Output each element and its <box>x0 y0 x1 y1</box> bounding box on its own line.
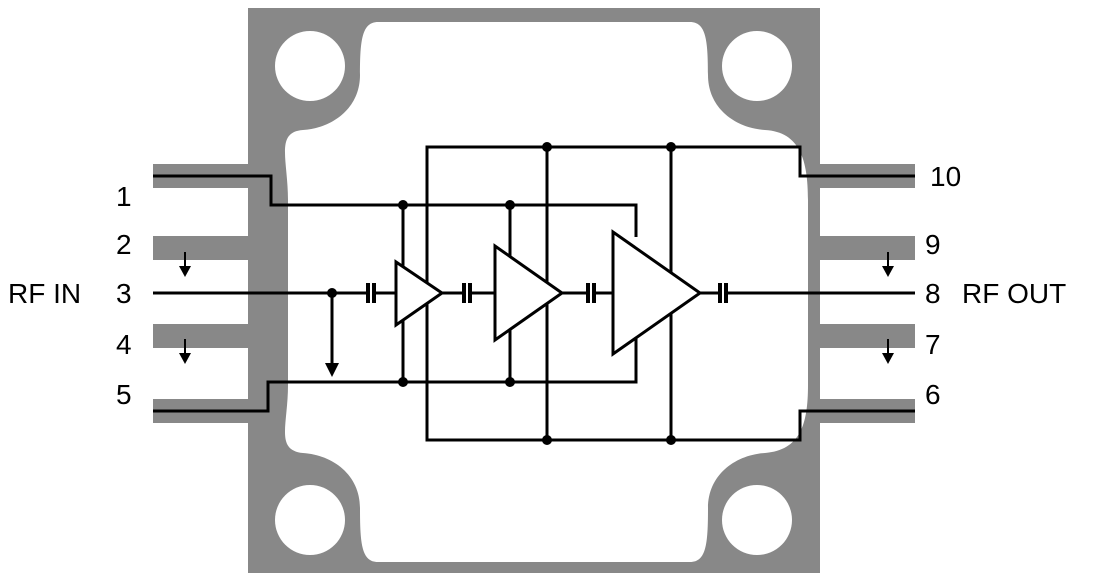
pin-label-6: 6 <box>925 379 941 410</box>
junction-dot <box>666 142 676 152</box>
ground-arrow-icon <box>325 363 339 377</box>
junction-dot <box>398 200 408 210</box>
pin-label-1: 1 <box>116 181 132 212</box>
capacitor-icon <box>462 283 472 303</box>
capacitor-icon <box>718 283 728 303</box>
lead-9 <box>815 236 915 260</box>
junction-dot <box>505 200 515 210</box>
pin-labels: 1 2 3 4 5 10 9 8 7 6 RF IN RF OUT <box>8 161 1066 410</box>
pin-label-7: 7 <box>925 329 941 360</box>
pin5-bias-line <box>153 325 638 413</box>
pin-label-5: 5 <box>116 379 132 410</box>
ground-arrow-icon <box>179 339 191 364</box>
junction-dot <box>398 377 408 387</box>
pin-label-10: 10 <box>930 161 961 192</box>
pin-label-4: 4 <box>116 329 132 360</box>
pin-label-3: 3 <box>116 278 132 309</box>
mounting-hole-icon <box>275 31 345 101</box>
lead-7 <box>815 324 915 348</box>
ground-arrow-icon <box>179 252 191 277</box>
lead-2 <box>153 236 253 260</box>
pin1-bias-line <box>153 174 638 237</box>
capacitor-icon <box>366 283 376 303</box>
pin-ground-markers <box>179 252 894 364</box>
rf-in-label: RF IN <box>8 278 81 309</box>
pin-label-8: 8 <box>925 278 941 309</box>
mounting-hole-icon <box>722 31 792 101</box>
junction-dot <box>327 288 337 298</box>
junction-dot <box>505 377 515 387</box>
circuit-wiring <box>153 142 915 445</box>
pin-label-9: 9 <box>925 229 941 260</box>
amplifier-icon <box>611 229 703 357</box>
lead-4 <box>153 324 253 348</box>
junction-dot <box>666 435 676 445</box>
junction-dot <box>542 435 552 445</box>
ground-arrow-icon <box>882 339 894 364</box>
pin-label-2: 2 <box>116 229 132 260</box>
rf-out-label: RF OUT <box>962 278 1066 309</box>
mounting-hole-icon <box>722 485 792 555</box>
ground-arrow-icon <box>882 252 894 277</box>
amplifier-icon <box>394 259 445 328</box>
mounting-hole-icon <box>275 485 345 555</box>
amplifier-icon <box>493 243 565 343</box>
junction-dot <box>542 142 552 152</box>
capacitor-icon <box>586 283 596 303</box>
